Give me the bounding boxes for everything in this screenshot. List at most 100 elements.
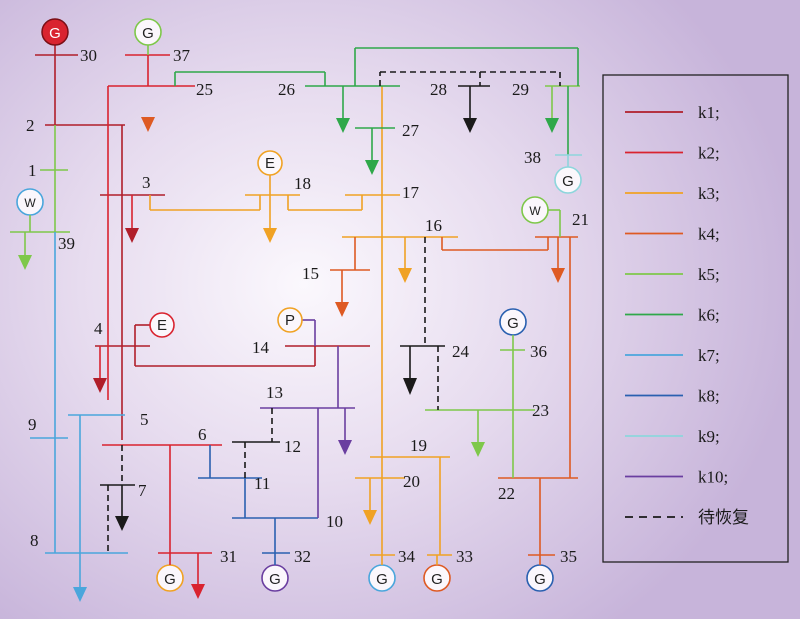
svg-text:G: G (562, 173, 574, 190)
bus-label-25: 25 (196, 80, 213, 99)
legend-item: k6; (625, 306, 720, 325)
generator-31-icon: G (156, 553, 184, 592)
k6-lines (174, 47, 579, 165)
legend: k1; k2; k3; k4; k5; k6; k7; k8; k9; k10; 待恢复 (602, 74, 789, 563)
load-arrow (125, 228, 139, 243)
svg-text:W: W (24, 196, 36, 210)
k7-lines (30, 232, 128, 590)
bus-label-28: 28 (430, 80, 447, 99)
legend-label: k9; (698, 427, 720, 446)
dashed-lines (107, 71, 561, 553)
legend-item: 待恢复 (625, 508, 749, 527)
bus-label-9: 9 (28, 415, 37, 434)
load-arrow (463, 118, 477, 133)
load-arrow (115, 516, 129, 531)
legend-label: k3; (698, 184, 720, 203)
load-arrow (365, 160, 379, 175)
load-arrow (403, 378, 417, 395)
svg-text:P: P (285, 312, 295, 329)
svg-text:G: G (269, 571, 281, 588)
bus-label-4: 4 (94, 319, 103, 338)
bus-label-27: 27 (402, 121, 420, 140)
bus-label-34: 34 (398, 547, 416, 566)
bus-label-24: 24 (452, 342, 470, 361)
bus-label-17: 17 (402, 183, 420, 202)
bus-label-39: 39 (58, 234, 75, 253)
bus-label-7: 7 (138, 481, 147, 500)
wind-39-icon: W (16, 188, 44, 232)
bus-label-20: 20 (403, 472, 420, 491)
legend-label: k7; (698, 346, 720, 365)
pv-14-icon: P (277, 307, 303, 333)
k4-lines (330, 236, 578, 556)
bus-label-15: 15 (302, 264, 319, 283)
legend-item: k8; (625, 387, 720, 406)
k5-lines (10, 85, 580, 478)
svg-text:G: G (534, 571, 546, 588)
legend-item: k4; (625, 225, 720, 244)
legend-item: k9; (625, 427, 720, 446)
bus-label-5: 5 (140, 410, 149, 429)
storage-18-icon: E (257, 150, 283, 176)
bus-label-30: 30 (80, 46, 97, 65)
legend-box (602, 74, 789, 563)
load-arrow (73, 587, 87, 602)
svg-text:E: E (265, 155, 275, 172)
svg-text:W: W (529, 204, 541, 218)
load-arrow (336, 118, 350, 133)
legend-label: k6; (698, 306, 720, 325)
bus-label-6: 6 (198, 425, 207, 444)
legend-item: k7; (625, 346, 720, 365)
load-arrow (93, 378, 107, 393)
load-arrow (398, 268, 412, 283)
bus-label-19: 19 (410, 436, 427, 455)
k1-lines (35, 45, 370, 440)
svg-text:G: G (142, 25, 154, 42)
generator-33-icon: G (423, 555, 451, 592)
bus-label-16: 16 (425, 216, 442, 235)
legend-label: k5; (698, 265, 720, 284)
legend-label: 待恢复 (698, 508, 749, 527)
bus-label-12: 12 (284, 437, 301, 456)
bus-label-26: 26 (278, 80, 295, 99)
load-arrow (545, 118, 559, 133)
load-arrow (551, 268, 565, 283)
load-arrows (18, 117, 565, 602)
generator-38-icon: G (554, 155, 582, 194)
legend-label: k8; (698, 387, 720, 406)
load-arrow (363, 510, 377, 525)
bus-label-3: 3 (142, 173, 151, 192)
wind-21-icon: W (521, 196, 549, 224)
load-arrow (335, 302, 349, 317)
svg-text:G: G (431, 571, 443, 588)
legend-item: k1; (625, 103, 720, 122)
generator-34-icon: G (368, 555, 396, 592)
legend-item: k3; (625, 184, 720, 203)
bus-label-21: 21 (572, 210, 589, 229)
legend-item: k2; (625, 144, 720, 163)
legend-label: k10; (698, 468, 728, 487)
bus-label-8: 8 (30, 531, 39, 550)
legend-item: k5; (625, 265, 720, 284)
load-arrow (191, 584, 205, 599)
svg-text:G: G (376, 571, 388, 588)
k3-lines (149, 86, 458, 556)
svg-text:G: G (49, 25, 61, 42)
bus-label-10: 10 (326, 512, 343, 531)
generator-36-icon: G (499, 308, 527, 345)
bus-label-18: 18 (294, 174, 311, 193)
bus-label-2: 2 (26, 116, 35, 135)
load-arrow (263, 228, 277, 243)
k8-lines (198, 445, 318, 554)
load-arrow (471, 442, 485, 457)
svg-text:E: E (157, 317, 167, 334)
load-arrow (18, 255, 32, 270)
bus-label-38: 38 (524, 148, 541, 167)
generator-32-icon: G (261, 553, 289, 592)
legend-label: k1; (698, 103, 720, 122)
bus-label-37: 37 (173, 46, 191, 65)
bus-label-35: 35 (560, 547, 577, 566)
generator-37-icon: G (134, 18, 162, 55)
bus-label-31: 31 (220, 547, 237, 566)
